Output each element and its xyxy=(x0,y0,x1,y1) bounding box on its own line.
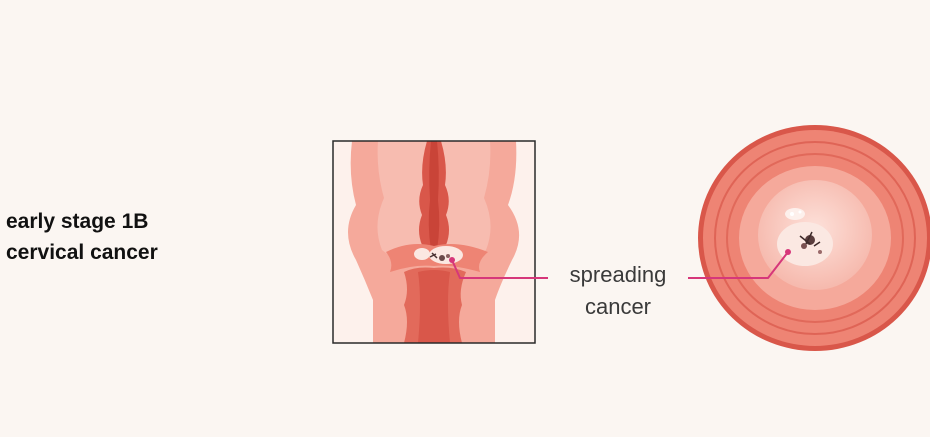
side-view-pointer xyxy=(449,257,548,279)
side-view-frame xyxy=(332,140,536,344)
callout-line-1: spreading xyxy=(569,262,667,287)
title-line-1: early stage 1B xyxy=(6,210,149,233)
side-view-cervix-illustration xyxy=(348,141,520,343)
canal-center-line xyxy=(428,141,440,250)
callout-line-2: cancer xyxy=(584,294,652,319)
title-line-2: cervical cancer xyxy=(6,241,158,264)
side-view-panel xyxy=(332,140,536,344)
spreading-cancer-label: spreading cancer xyxy=(540,259,696,323)
diagram-title: early stage 1B cervical cancer xyxy=(6,206,158,268)
front-view-cervix-illustration xyxy=(698,125,930,351)
front-view-tumor xyxy=(777,208,833,266)
front-view-pointer xyxy=(688,249,791,279)
vaginal-canal-inner xyxy=(418,270,450,343)
